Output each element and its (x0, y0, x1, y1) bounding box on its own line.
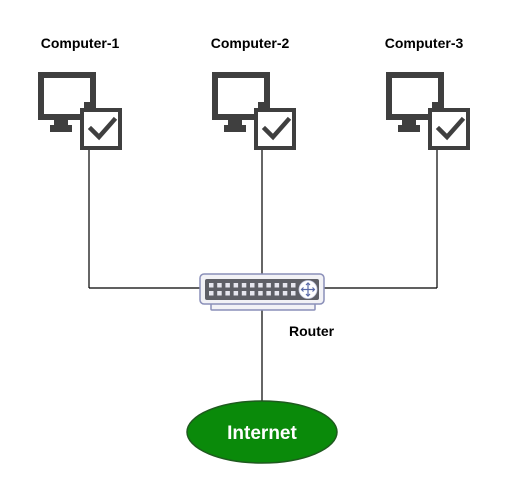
computer-1[interactable] (38, 72, 122, 150)
monitor-shape (386, 72, 444, 132)
internet-label: Internet (227, 423, 297, 444)
check-mark-icon (261, 116, 292, 141)
router-port (274, 283, 280, 288)
router-port (266, 283, 271, 288)
router-port (233, 283, 239, 288)
monitor-check-icon (212, 72, 296, 150)
check-mark-icon (87, 116, 118, 141)
router-port (291, 283, 296, 288)
router-port (250, 291, 255, 296)
monitor-check-icon (386, 72, 470, 150)
router-port (291, 291, 296, 296)
computer-1-label: Computer-1 (41, 35, 120, 51)
router-port (225, 291, 230, 296)
internet-ellipse (186, 400, 338, 464)
router-port (282, 283, 288, 288)
router[interactable] (199, 273, 325, 311)
router-port (217, 283, 222, 288)
router-port (258, 283, 263, 288)
router-arrows-glyph (300, 282, 316, 297)
router-port (274, 291, 280, 296)
check-mark-icon (435, 116, 466, 141)
router-port (225, 283, 230, 288)
router-port (266, 291, 271, 296)
check-box (80, 108, 122, 150)
computer-3-label: Computer-3 (385, 35, 464, 51)
check-box (428, 108, 470, 150)
router-face (205, 279, 319, 300)
switch-router-icon (199, 273, 325, 311)
router-ports (209, 283, 296, 296)
monitor-check-icon (38, 72, 122, 150)
check-box (254, 108, 296, 150)
computer-2[interactable] (212, 72, 296, 150)
internet-node[interactable]: Internet (186, 400, 338, 464)
connections (88, 148, 438, 401)
router-port (209, 283, 214, 288)
router-port (241, 291, 247, 296)
router-port (241, 283, 247, 288)
router-port (217, 291, 222, 296)
router-port (250, 283, 255, 288)
monitor-shape (212, 72, 270, 132)
router-port (282, 291, 288, 296)
router-label: Router (289, 323, 335, 339)
monitor-shape (38, 72, 96, 132)
computer-2-label: Computer-2 (211, 35, 290, 51)
router-port (258, 291, 263, 296)
computer-3[interactable] (386, 72, 470, 150)
router-port (233, 291, 239, 296)
router-port (209, 291, 214, 296)
